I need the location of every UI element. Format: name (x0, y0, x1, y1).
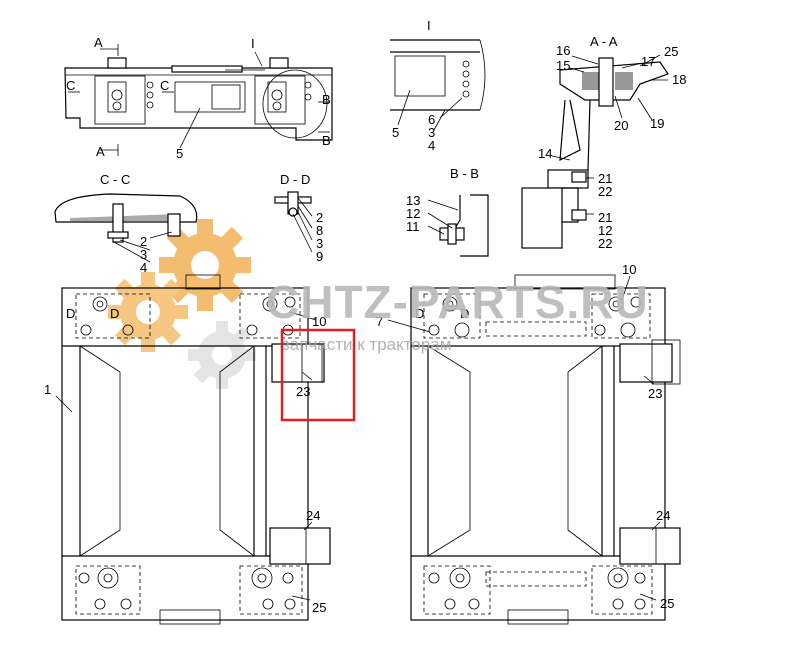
callout-9-dd: 9 (316, 249, 323, 264)
callout-10-frame1: 10 (312, 314, 326, 329)
section-mark-b-bottom: B (322, 133, 331, 148)
section-mark-d-frame1-b: D (110, 306, 119, 321)
callout-15: 15 (556, 58, 570, 73)
callout-17: 17 (641, 54, 655, 69)
watermark-brand: CHTZ-PARTS.RU (266, 276, 649, 328)
callout-19: 19 (650, 116, 664, 131)
callout-22-a: 22 (598, 184, 612, 199)
callout-16: 16 (556, 43, 570, 58)
view-mark-i-small: I (251, 36, 255, 51)
callout-25-frame1: 25 (312, 600, 326, 615)
callout-2-dd: 2 (316, 210, 323, 225)
callout-23-frame7: 23 (648, 386, 662, 401)
callout-25-frame7: 25 (660, 596, 674, 611)
callout-24-frame1: 24 (306, 508, 320, 523)
section-mark-a-bottom: A (96, 144, 105, 159)
callout-2-cc: 2 (140, 234, 147, 249)
callout-11: 11 (406, 219, 420, 234)
callout-24-frame7: 24 (656, 508, 670, 523)
callout-1: 1 (44, 382, 51, 397)
section-a-a-title: A - A (590, 34, 618, 49)
callout-4-view-i: 4 (428, 138, 435, 153)
callout-5-main: 5 (176, 146, 183, 161)
callout-18: 18 (672, 72, 686, 87)
section-b-b: B - B 13 12 11 (406, 166, 489, 257)
callout-21-b: 21 (598, 210, 612, 225)
view-i-detail: I 5 6 3 4 (390, 18, 486, 153)
section-mark-d-frame1-a: D (66, 306, 75, 321)
highlight-box-part-23 (280, 328, 356, 422)
frame-7: D D 7 10 23 24 25 (376, 262, 681, 625)
callout-7: 7 (376, 314, 383, 329)
watermark-slogan: запчасти к тракторам (282, 335, 451, 354)
callout-22-b: 22 (598, 236, 612, 251)
callout-3-dd: 3 (316, 236, 323, 251)
callout-12-bb: 12 (406, 206, 420, 221)
callout-23-frame1: 23 (296, 384, 310, 399)
section-mark-c-left: C (66, 78, 75, 93)
callout-3-cc: 3 (140, 247, 147, 262)
section-b-b-title: B - B (450, 166, 479, 181)
watermark: CHTZ-PARTS.RU запчасти к тракторам (266, 276, 649, 354)
callout-13: 13 (406, 193, 420, 208)
callout-20: 20 (614, 118, 628, 133)
section-mark-a-top: A (94, 35, 103, 50)
section-c-c-title: C - C (100, 172, 130, 187)
section-mark-d-frame7-a: D (415, 306, 424, 321)
callout-25-aa: 25 (664, 44, 678, 59)
callout-3-view-i: 3 (428, 125, 435, 140)
frame-1: D D 1 10 23 24 25 (44, 274, 331, 625)
callout-6-view-i: 6 (428, 112, 435, 127)
view-i-title: I (427, 18, 431, 33)
section-c-c: C - C 2 3 4 (54, 172, 198, 275)
callout-5-view-i: 5 (392, 125, 399, 140)
callout-21-a: 21 (598, 171, 612, 186)
section-mark-d-frame7-b: D (460, 306, 469, 321)
section-mark-b-top: B (322, 92, 331, 107)
callout-10-frame7: 10 (622, 262, 636, 277)
section-mark-c-right: C (160, 78, 169, 93)
section-d-d-title: D - D (280, 172, 310, 187)
section-d-d: D - D 2 8 3 9 (274, 172, 323, 264)
watermark-gear-icon (108, 219, 256, 389)
callout-8-dd: 8 (316, 223, 323, 238)
callout-12-aa: 12 (598, 223, 612, 238)
callout-14: 14 (538, 146, 552, 161)
top-assembly-view: A A C C I B B 5 (64, 35, 333, 161)
callout-4-cc: 4 (140, 260, 147, 275)
section-a-a: A - A 16 15 17 25 18 20 19 14 21 22 21 1… (521, 34, 686, 251)
